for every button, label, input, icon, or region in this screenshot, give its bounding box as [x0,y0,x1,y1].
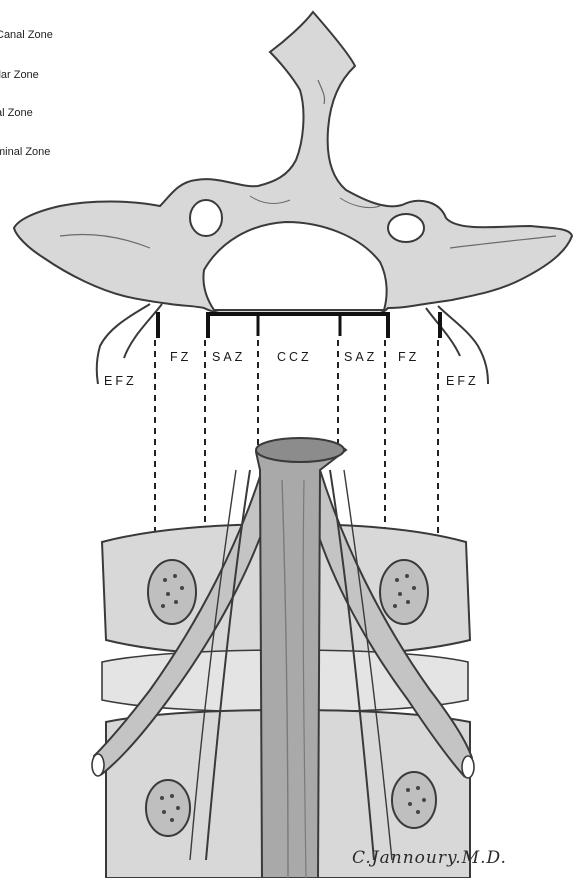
pedicle-right-lower [392,772,436,828]
cord-cut-surface [256,438,344,462]
label-fz-right: FZ [398,350,419,364]
pedicle-right-upper [380,560,428,624]
label-saz-right: SAZ [344,350,377,364]
legend-item-canal-zone: Canal Zone [0,28,53,42]
transverse-foramen-left [190,200,222,236]
transverse-foramen-right [388,214,424,242]
pedicle-left-upper [148,560,196,624]
label-saz-left: SAZ [212,350,245,364]
legend-item-extraforaminal-zone: minal Zone [0,145,50,159]
label-efz-left: EFZ [104,374,137,388]
pedicle-left-lower [146,780,190,836]
legend-item-subarticular-zone: ilar Zone [0,68,39,82]
label-efz-right: EFZ [446,374,479,388]
zone-markers [158,312,440,338]
label-fz-left: FZ [170,350,191,364]
artist-signature: C.Jannoury.M.D. [352,848,507,868]
label-ccz: CCZ [277,350,312,364]
legend-item-foraminal-zone: al Zone [0,106,33,120]
